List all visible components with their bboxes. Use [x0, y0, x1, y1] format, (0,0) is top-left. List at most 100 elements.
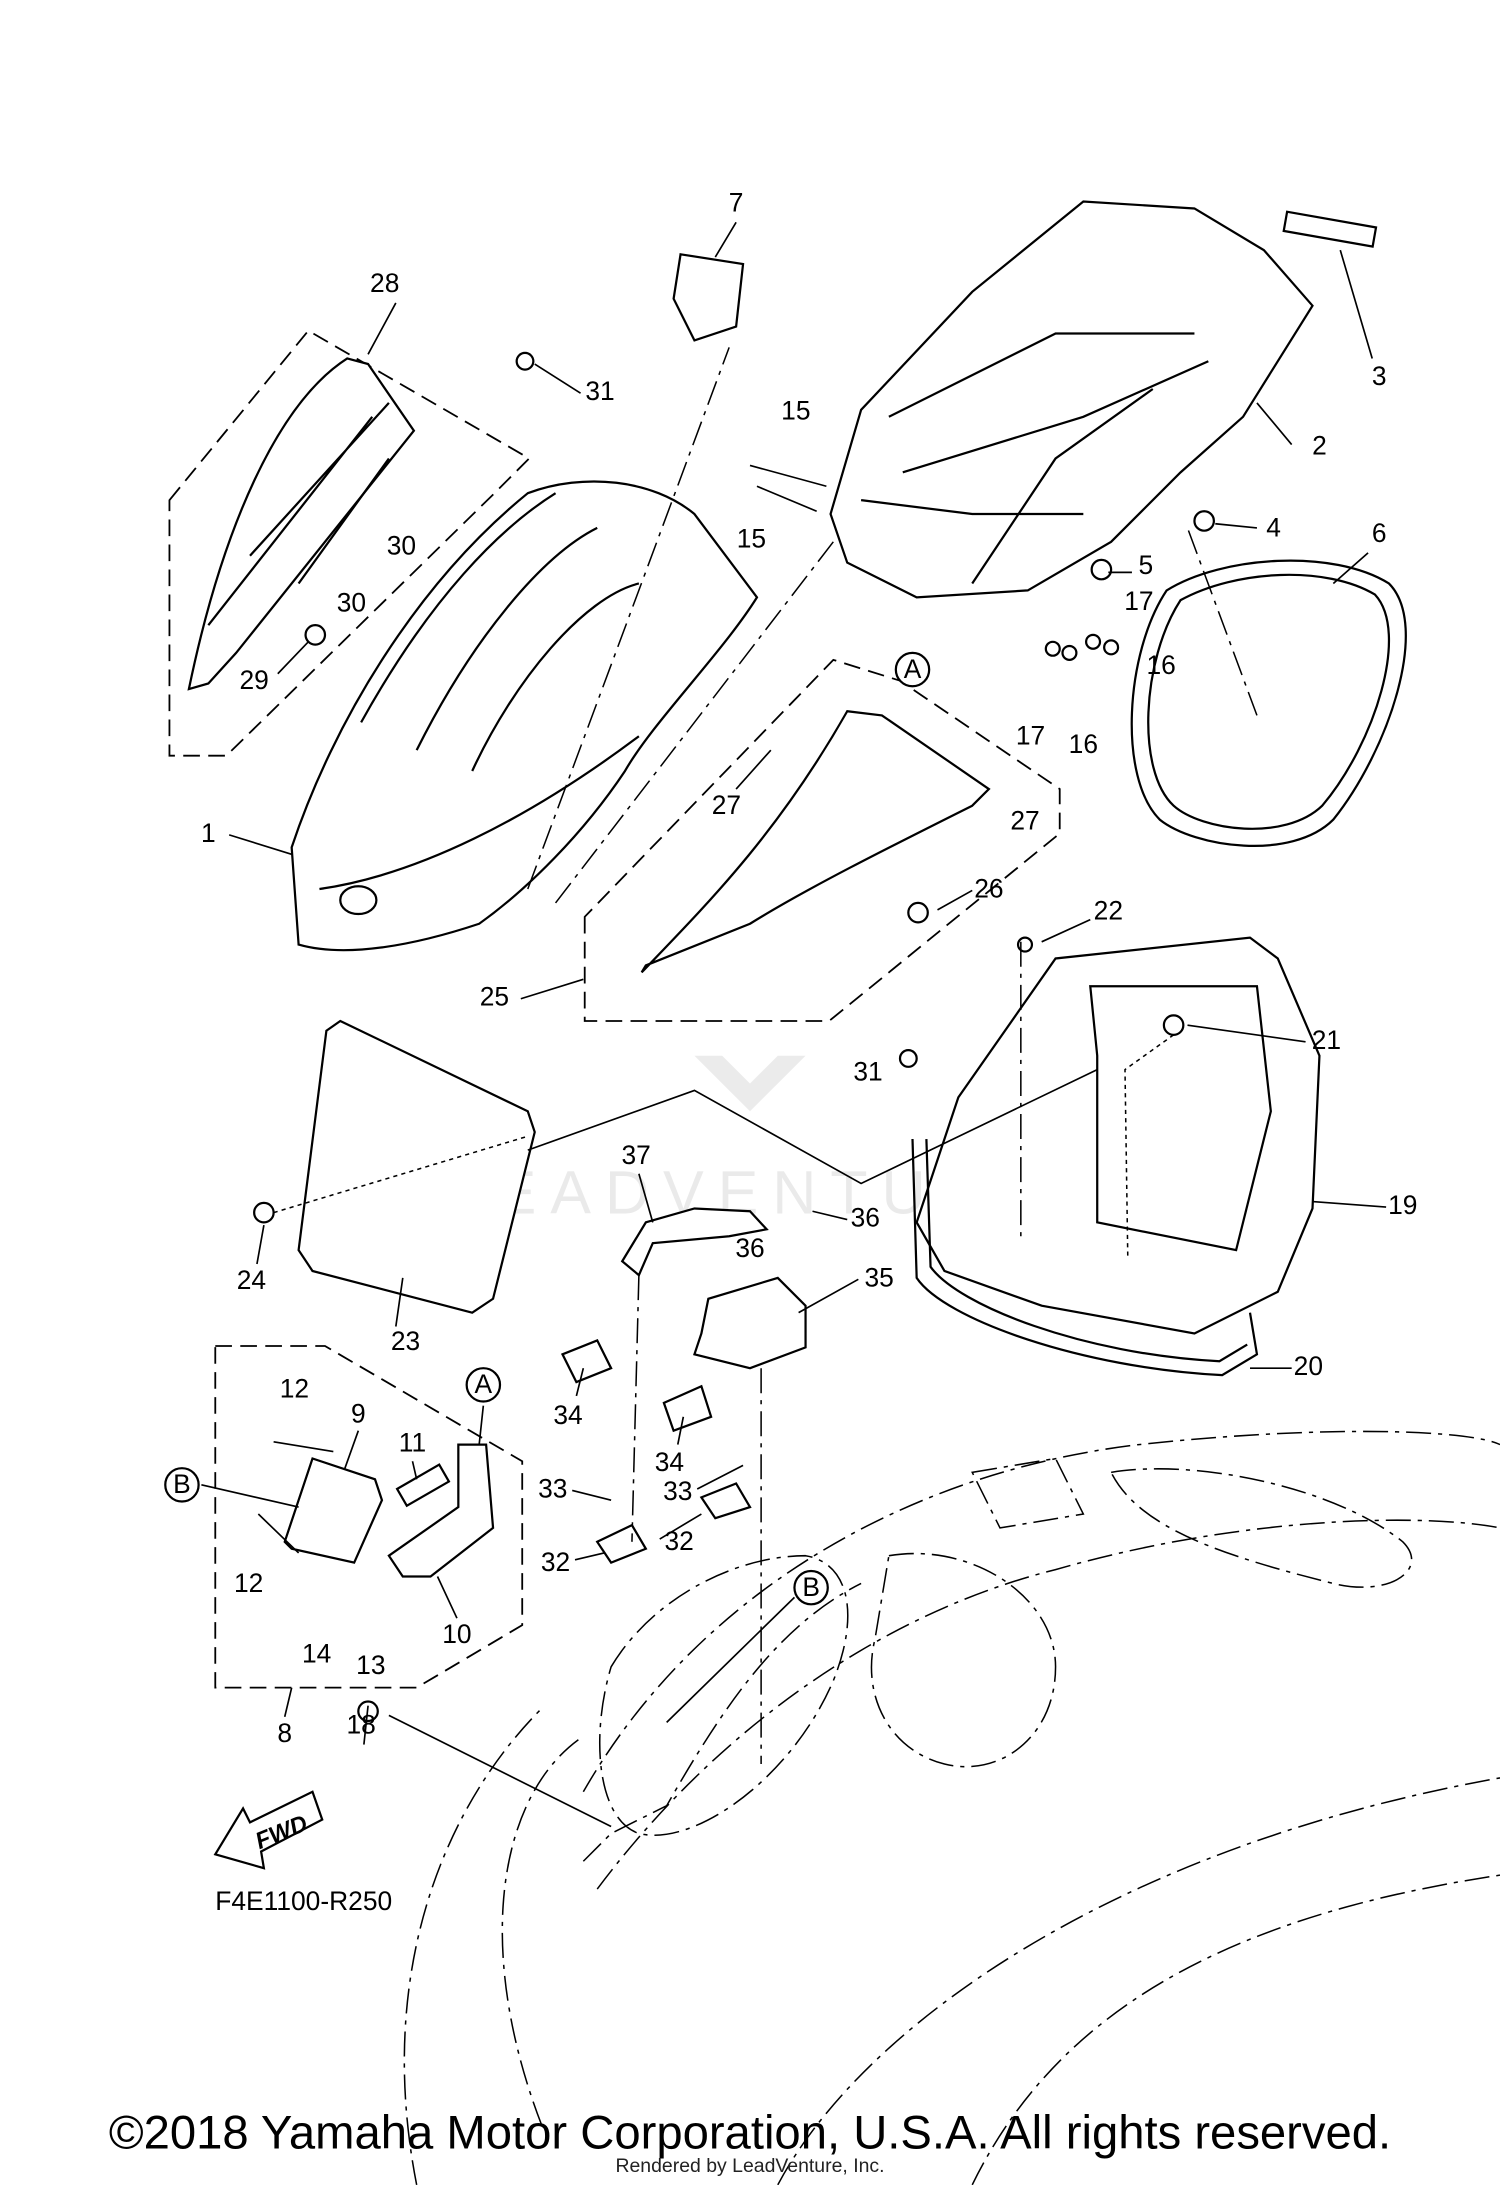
reference-circle — [894, 651, 931, 688]
callout: 4 — [1266, 512, 1281, 542]
seat-detail — [207, 402, 390, 626]
storage-tray-part-19 — [915, 936, 1321, 1335]
drawing-code: F4E1100-R250 — [215, 1886, 392, 1916]
callout: 30 — [387, 530, 416, 560]
callout: 9 — [351, 1398, 366, 1428]
assembly-lines — [527, 347, 1258, 1765]
callout: 2 — [1312, 430, 1327, 460]
callout: 16 — [1146, 650, 1175, 680]
seal-part-20 — [911, 1138, 1259, 1377]
rendered-by-notice: Rendered by LeadVenture, Inc. — [615, 2155, 884, 2177]
callout: B — [173, 1469, 191, 1499]
handle-part-10 — [387, 1443, 495, 1578]
leader-lines — [201, 221, 1387, 1828]
callout: 3 — [1372, 361, 1387, 391]
seal-part-6 — [1130, 559, 1407, 847]
callout: 20 — [1294, 1351, 1323, 1381]
reference-circle — [465, 1367, 502, 1403]
callout: 13 — [356, 1650, 385, 1680]
fastener — [1061, 644, 1078, 661]
callout: 35 — [864, 1262, 893, 1292]
plate-part-23 — [297, 1019, 536, 1314]
callout: A — [904, 654, 922, 684]
callout: 27 — [1010, 805, 1039, 835]
hood-part-1 — [290, 480, 759, 952]
callout: 14 — [302, 1639, 331, 1669]
callout: 15 — [781, 396, 810, 426]
hull-outline — [403, 1430, 1500, 2185]
reference-circle — [793, 1569, 829, 1606]
callout: 23 — [391, 1326, 420, 1356]
callout: 24 — [237, 1265, 266, 1295]
fastener — [907, 901, 929, 924]
callout: 1 — [201, 818, 216, 848]
copyright-notice: ©2018 Yamaha Motor Corporation, U.S.A. A… — [109, 2107, 1391, 2160]
callout: 32 — [664, 1526, 693, 1556]
callout: 16 — [1069, 729, 1098, 759]
fastener — [1084, 633, 1102, 650]
fastener — [304, 624, 327, 646]
callout: B — [802, 1572, 820, 1602]
pad-part-3 — [1282, 210, 1378, 248]
grip-part-11 — [395, 1463, 451, 1508]
callout: 21 — [1312, 1025, 1341, 1055]
tube-part-35 — [693, 1276, 807, 1370]
callout: 27 — [712, 790, 741, 820]
callout: 7 — [729, 187, 744, 217]
fastener — [1044, 640, 1061, 657]
fastener — [1103, 639, 1120, 656]
callout: 17 — [1124, 586, 1153, 616]
callout: 6 — [1372, 518, 1387, 548]
callout: 32 — [541, 1547, 570, 1577]
callout: 15 — [737, 523, 766, 553]
callout: 33 — [538, 1473, 567, 1503]
deck-frame-detail — [860, 332, 1209, 585]
callout: 36 — [851, 1203, 880, 1233]
reference-markers — [164, 651, 931, 1606]
assembly-dotted-lines — [273, 1034, 1175, 1258]
fastener — [1162, 1014, 1185, 1036]
callout: A — [475, 1369, 493, 1399]
fwd-arrow-icon: FWD — [213, 1790, 324, 1870]
seat-group-28-box — [168, 329, 531, 757]
deck-frame-part-2 — [829, 200, 1314, 599]
callout: 5 — [1138, 550, 1153, 580]
callout: 37 — [621, 1140, 650, 1170]
bin-part-7 — [672, 253, 745, 342]
fastener — [1193, 510, 1215, 532]
callout: 10 — [442, 1619, 471, 1649]
callout: 36 — [735, 1233, 764, 1263]
callout: 28 — [370, 268, 399, 298]
fasteners — [253, 351, 1215, 1723]
callout: 26 — [974, 873, 1003, 903]
hook-group-8-box — [214, 1345, 524, 1689]
callout: 18 — [346, 1709, 375, 1739]
callout: 30 — [337, 587, 366, 617]
fastener — [1090, 558, 1113, 581]
cover-group-25-box — [583, 658, 1061, 1022]
callout: 33 — [663, 1476, 692, 1506]
callout: 25 — [480, 982, 509, 1012]
strap-part-37 — [620, 1207, 769, 1277]
fastener — [515, 351, 535, 371]
bracket-parts-32 — [595, 1482, 752, 1565]
fastener — [253, 1201, 275, 1224]
callout: 8 — [277, 1718, 292, 1748]
callout: 12 — [234, 1568, 263, 1598]
hood-hole — [339, 885, 378, 916]
fastener — [898, 1049, 918, 1068]
storage-tray-opening — [1089, 985, 1272, 1252]
seat-part — [187, 357, 416, 691]
callout: 31 — [585, 376, 614, 406]
reference-circle — [164, 1467, 200, 1503]
callout: 12 — [280, 1373, 309, 1403]
callout: 19 — [1388, 1190, 1417, 1220]
hood-detail — [319, 492, 640, 891]
callout: 29 — [239, 665, 268, 695]
callout: 34 — [655, 1447, 684, 1477]
cover-part — [640, 710, 991, 974]
callout: 34 — [553, 1400, 582, 1430]
callout: 11 — [399, 1428, 426, 1458]
